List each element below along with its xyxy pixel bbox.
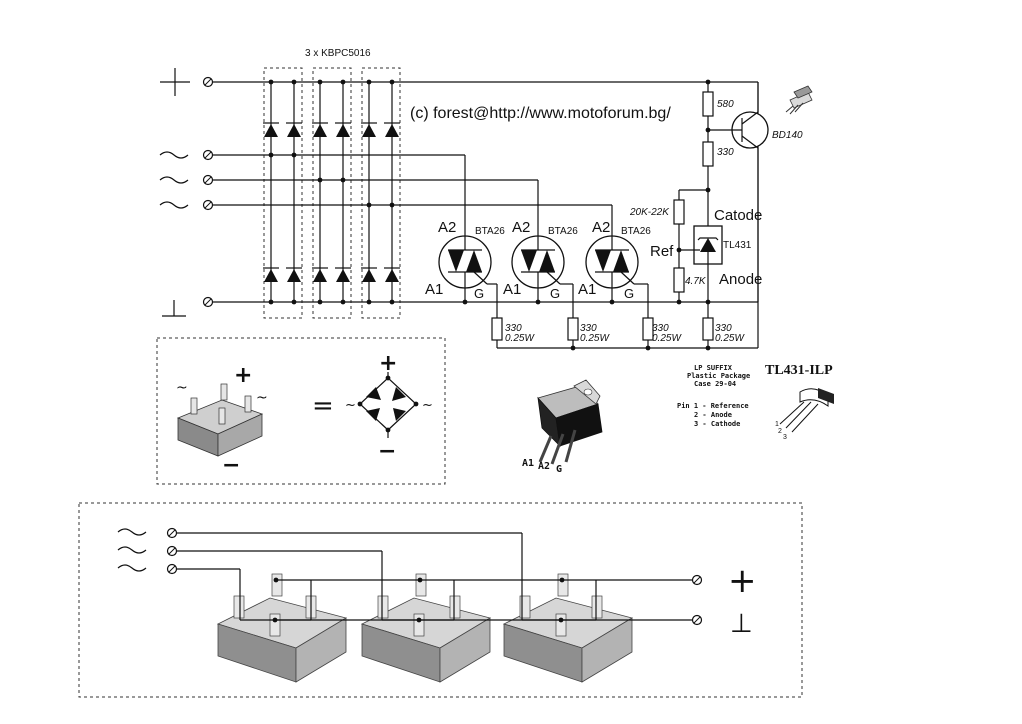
ground-terminal bbox=[162, 296, 214, 317]
gate-res-3-value: 330 bbox=[652, 323, 669, 334]
diamond-plus: + bbox=[379, 351, 397, 376]
gate-res-4-power: 0.25W bbox=[715, 333, 745, 344]
bridge-box-3 bbox=[361, 67, 401, 319]
bridge-diodes bbox=[263, 122, 400, 282]
wiring-ground-label: ⊥ bbox=[730, 609, 753, 639]
pkg-ac-left: ~ bbox=[176, 380, 188, 396]
triac-2-a1: A1 bbox=[503, 281, 521, 298]
pkg-ac-right: ~ bbox=[256, 390, 268, 406]
tl431-package: Plastic Package bbox=[687, 372, 750, 380]
diamond-ac-right: ~ bbox=[422, 398, 433, 413]
gate-res-2-power: 0.25W bbox=[580, 333, 610, 344]
triac-3-part: BTA26 bbox=[621, 226, 651, 237]
wiring-lines bbox=[177, 532, 693, 623]
plus-terminal bbox=[160, 68, 214, 96]
tl431-pin-num-1: 1 bbox=[775, 421, 779, 428]
wiring-plus-label: + bbox=[728, 561, 757, 601]
triac-pin-a1: A1 bbox=[522, 458, 534, 469]
triac-1-a2: A2 bbox=[438, 219, 456, 236]
transistor-label: BD140 bbox=[772, 130, 803, 141]
tl431-pin-num-3: 3 bbox=[783, 434, 787, 441]
wiring-ac-terminals bbox=[117, 527, 178, 575]
equals-sign: = bbox=[312, 391, 334, 421]
control-section: 580 330 BD140 bbox=[629, 82, 813, 302]
tl431-pin-num-2: 2 bbox=[778, 428, 782, 435]
wiring-output-ground bbox=[691, 614, 703, 626]
triac-package-icon bbox=[537, 379, 603, 465]
triac-3-a1: A1 bbox=[578, 281, 596, 298]
copyright-text: (c) forest@http://www.motoforum.bg/ bbox=[410, 105, 671, 122]
diamond-minus: − bbox=[378, 439, 396, 464]
wiring-bridge-2 bbox=[360, 573, 492, 683]
bridge-count-label: 3 x KBPC5016 bbox=[305, 48, 371, 59]
tl431-label: TL431 bbox=[723, 240, 752, 251]
ac-terminal-1 bbox=[159, 149, 214, 161]
pkg-plus: + bbox=[234, 363, 252, 388]
r-pot-label: 20K-22K bbox=[629, 207, 670, 218]
top-schematic: 3 x KBPC5016 bbox=[159, 48, 813, 351]
wiring-bridge-1 bbox=[216, 573, 348, 683]
equivalence-panel: + − ~ ~ = + − ~ ~ bbox=[156, 337, 446, 485]
wiring-output-plus bbox=[691, 574, 703, 586]
triac-1-gate: G bbox=[474, 286, 484, 301]
triac-2-a2: A2 bbox=[512, 219, 530, 236]
triac-pin-g: G bbox=[556, 464, 562, 475]
ac-terminal-3 bbox=[159, 199, 214, 211]
tl431-pin3: 3 - Cathode bbox=[694, 420, 740, 428]
bridge-box-1 bbox=[263, 67, 303, 319]
triac-2-gate: G bbox=[550, 286, 560, 301]
tl431-pin2: 2 - Anode bbox=[694, 411, 732, 419]
bridge-box-2 bbox=[312, 67, 352, 319]
ref-label: Ref bbox=[650, 243, 674, 260]
gate-resistors: 330 0.25W 330 0.25W 330 0.25W 330 0.25W bbox=[491, 82, 759, 349]
gate-res-4-value: 330 bbox=[715, 323, 732, 334]
gate-res-1-value: 330 bbox=[505, 323, 522, 334]
cathode-label: Catode bbox=[714, 207, 762, 224]
bridge-package-icon bbox=[176, 383, 264, 457]
triac-3-a2: A2 bbox=[592, 219, 610, 236]
triac-1-a1: A1 bbox=[425, 281, 443, 298]
bridge-diode-symbol bbox=[357, 372, 419, 438]
tl431-title: TL431-ILP bbox=[765, 363, 833, 378]
diamond-ac-left: ~ bbox=[345, 398, 356, 413]
triac-2-part: BTA26 bbox=[548, 226, 578, 237]
triac-2: A2 BTA26 A1 G bbox=[503, 219, 578, 318]
triac-3-gate: G bbox=[624, 286, 634, 301]
r-top-label: 580 bbox=[717, 99, 734, 110]
anode-label: Anode bbox=[719, 271, 762, 288]
tl431-info: LP SUFFIX Plastic Package Case 29-04 Pin… bbox=[677, 363, 834, 441]
r-mid-label: 330 bbox=[717, 147, 734, 158]
tl431-case: Case 29-04 bbox=[694, 380, 736, 388]
tl431-pin1: Pin 1 - Reference bbox=[677, 402, 749, 410]
triac-1: A2 BTA26 A1 G bbox=[425, 219, 505, 318]
triac-pin-a2: A2 bbox=[538, 461, 550, 472]
gate-res-2-value: 330 bbox=[580, 323, 597, 334]
tl431-package-icon bbox=[779, 388, 834, 433]
gate-res-1-power: 0.25W bbox=[505, 333, 535, 344]
wiring-bridge-3 bbox=[502, 573, 634, 683]
bridge-wires bbox=[270, 82, 393, 302]
wiring-panel: + ⊥ bbox=[78, 502, 803, 698]
bd140-package-icon bbox=[785, 85, 813, 115]
pkg-minus: − bbox=[222, 453, 240, 478]
tl431-suffix: LP SUFFIX bbox=[694, 364, 733, 372]
r-low-label: 4.7K bbox=[685, 276, 707, 287]
triac-1-part: BTA26 bbox=[475, 226, 505, 237]
gate-res-3-power: 0.25W bbox=[652, 333, 682, 344]
triac-3: A2 BTA26 A1 G bbox=[578, 219, 651, 318]
ac-terminal-2 bbox=[159, 174, 214, 186]
